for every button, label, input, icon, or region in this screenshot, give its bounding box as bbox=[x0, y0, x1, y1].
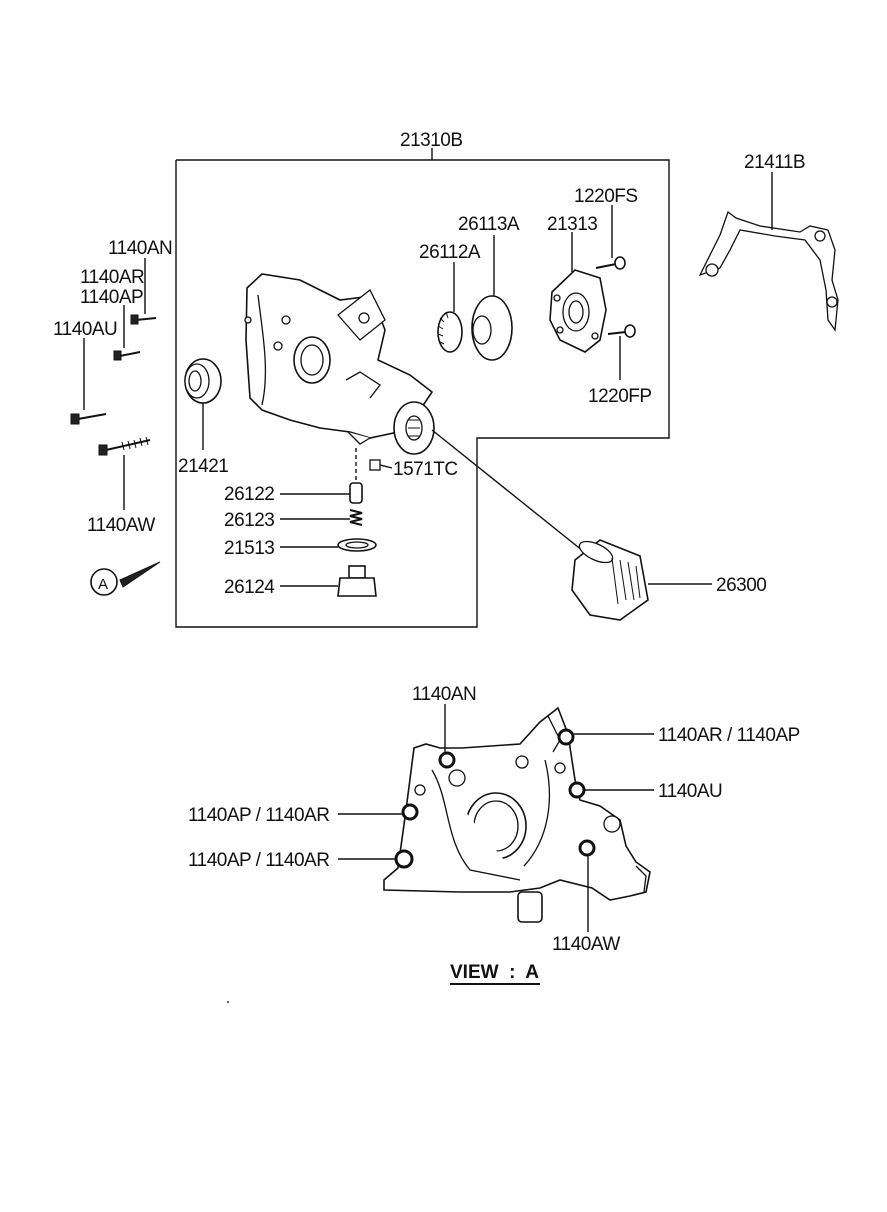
label-21411B: 21411B bbox=[744, 152, 805, 173]
label-21310B: 21310B bbox=[400, 130, 463, 151]
label-26300: 26300 bbox=[716, 575, 766, 596]
label-1220FS: 1220FS bbox=[574, 186, 638, 207]
inner-gear-26112A bbox=[437, 262, 463, 353]
oil-filter-26300 bbox=[431, 429, 712, 621]
view-a-label-1140AW: 1140AW bbox=[552, 934, 620, 955]
view-a-bolt-1140AR-1140AP bbox=[557, 728, 575, 746]
label-1140AR: 1140AR bbox=[80, 267, 144, 288]
bolt-1140AW bbox=[98, 436, 151, 510]
label-1220FP: 1220FP bbox=[588, 386, 652, 407]
label-21421: 21421 bbox=[178, 456, 228, 477]
view-a-bolt-1140AP-1140AR-upper bbox=[401, 803, 419, 821]
view-a-bolt-1140AW bbox=[578, 839, 596, 857]
view-a-pump-front bbox=[338, 704, 654, 932]
bolt-1140AU bbox=[70, 338, 107, 425]
label-1140AN: 1140AN bbox=[108, 238, 172, 259]
label-26122: 26122 bbox=[224, 484, 274, 505]
view-a-title: VIEW : A bbox=[450, 962, 539, 983]
screw-1220FS bbox=[595, 205, 626, 270]
view-a-marker bbox=[90, 561, 161, 596]
view-a-bolt-1140AP-1140AR-lower bbox=[394, 849, 414, 869]
view-a-label-1140AR-1140AP: 1140AR / 1140AP bbox=[658, 725, 800, 746]
view-a-label-1140AU: 1140AU bbox=[658, 781, 722, 802]
label-26112A: 26112A bbox=[419, 242, 481, 263]
screw-1220FP bbox=[607, 324, 636, 380]
view-a-marker-letter: A bbox=[98, 576, 108, 593]
label-21513: 21513 bbox=[224, 538, 274, 559]
gasket-21411B bbox=[698, 172, 839, 332]
view-a-label-1140AP-1140AR-upper: 1140AP / 1140AR bbox=[188, 805, 329, 826]
relief-valve-parts bbox=[280, 448, 393, 597]
label-1140AU: 1140AU bbox=[53, 319, 117, 340]
label-26123: 26123 bbox=[224, 510, 274, 531]
label-1571TC: 1571TC bbox=[393, 459, 458, 480]
outer-gear-26113A bbox=[471, 235, 513, 361]
oil-seal-21421 bbox=[184, 358, 222, 450]
pump-cover-21313 bbox=[549, 232, 607, 353]
bolt-1140AR-1140AP bbox=[113, 305, 141, 361]
view-a-label-1140AN: 1140AN bbox=[412, 684, 476, 705]
view-a-bolt-1140AU bbox=[568, 781, 586, 799]
label-26124: 26124 bbox=[224, 577, 275, 598]
view-a-bolt-1140AN bbox=[438, 751, 456, 769]
label-1140AW: 1140AW bbox=[87, 515, 155, 536]
oil-pump-housing bbox=[244, 273, 435, 455]
bolt-1140AN bbox=[130, 258, 157, 325]
assembly-outline-box bbox=[175, 159, 670, 628]
label-21313: 21313 bbox=[547, 214, 597, 235]
label-26113A: 26113A bbox=[458, 214, 520, 235]
label-1140AP: 1140AP bbox=[80, 287, 143, 308]
view-a-label-1140AP-1140AR-lower: 1140AP / 1140AR bbox=[188, 850, 329, 871]
